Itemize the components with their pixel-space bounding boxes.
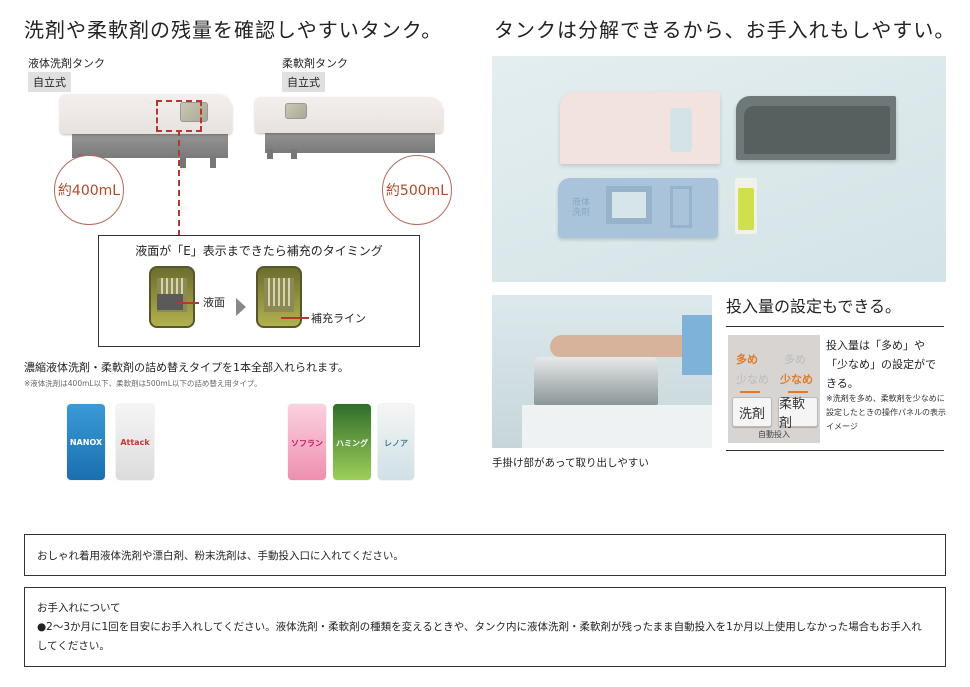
manual-input-notice: おしゃれ着用液体洗剤や漂白剤、粉末洗剤は、手動投入口に入れてください。 [24, 534, 946, 576]
softener-tank-badge: 自立式 [282, 72, 325, 92]
product-soflan-image: ソフラン [288, 404, 326, 480]
detergent-tank-badge: 自立式 [28, 72, 71, 92]
setting-description: 投入量は「多め」や「少なめ」の設定ができる。 [826, 339, 936, 390]
refill-timing-title: 液面が「E」表示まできたら補充のタイミング [135, 244, 383, 258]
callout-line [178, 130, 180, 236]
softener-more-label: 多め [784, 353, 806, 366]
refill-timing-box: 液面が「E」表示まできたら補充のタイミング 液面 補充ライン [98, 235, 420, 347]
tank-section-title: 洗剤や柔軟剤の残量を確認しやすいタンク。 [24, 18, 443, 42]
softener-tank-image [255, 95, 445, 165]
disassembly-section-title: タンクは分解できるから、お手入れもしやすい。 [494, 18, 956, 42]
product-attack-image: Attack [116, 404, 154, 480]
detergent-panel-button: 洗剤 [732, 397, 772, 427]
detergent-capacity: 約400mL [57, 183, 121, 199]
detergent-tank-label: 液体洗剤タンク [28, 57, 105, 70]
manual-input-text: おしゃれ着用液体洗剤や漂白剤、粉末洗剤は、手動投入口に入れてください。 [37, 550, 404, 562]
setting-title: 投入量の設定もできる。 [726, 297, 902, 316]
detergent-capacity-circle: 約400mL [54, 155, 124, 225]
refill-note: ※液体洗剤は400mL以下、柔軟剤は500mL以下の詰め替え用タイプ。 [24, 379, 262, 388]
control-panel-image: 多め 少なめ 多め 少なめ 洗剤 柔軟剤 自動投入 [728, 335, 820, 443]
disassembled-tank-photo: 液体洗剤 [492, 56, 946, 282]
divider-top [726, 326, 944, 327]
divider-bottom [726, 450, 944, 451]
gauge-level-image [149, 266, 195, 328]
refill-line-label: 補充ライン [311, 312, 366, 325]
softener-capacity-circle: 約500mL [382, 155, 452, 225]
level-label: 液面 [203, 296, 225, 309]
care-notice: お手入れについて ●2～3か月に1回を目安にお手入れしてください。液体洗剤・柔軟… [24, 587, 946, 667]
care-body: ●2～3か月に1回を目安にお手入れしてください。液体洗剤・柔軟剤の種類を変えると… [37, 621, 922, 652]
refill-text: 濃縮液体洗剤・柔軟剤の詰め替えタイプを1本全部入れられます。 [24, 361, 349, 374]
detergent-less-label: 少なめ [736, 373, 769, 386]
gauge-refill-image [256, 266, 302, 328]
tank-handle-photo [492, 295, 712, 448]
care-title: お手入れについて [37, 602, 121, 614]
softener-capacity: 約500mL [385, 183, 449, 199]
arrow-right-icon [236, 298, 246, 316]
detergent-more-label: 多め [736, 353, 758, 366]
product-lenor-image: レノア [378, 404, 414, 480]
product-nanox-image: NANOX [67, 404, 105, 480]
window-highlight [156, 100, 202, 132]
setting-note: ※洗剤を多め、柔軟剤を少なめに設定したときの操作パネルの表示イメージ [826, 394, 946, 431]
softener-less-label: 少なめ [780, 373, 813, 386]
softener-panel-button: 柔軟剤 [778, 397, 818, 431]
softener-tank-label: 柔軟剤タンク [282, 57, 348, 70]
handle-caption: 手掛け部があって取り出しやすい [492, 457, 649, 469]
detergent-tank-image [60, 92, 240, 172]
product-humming-image: ハミング [333, 404, 371, 480]
auto-input-label: 自動投入 [758, 430, 790, 439]
